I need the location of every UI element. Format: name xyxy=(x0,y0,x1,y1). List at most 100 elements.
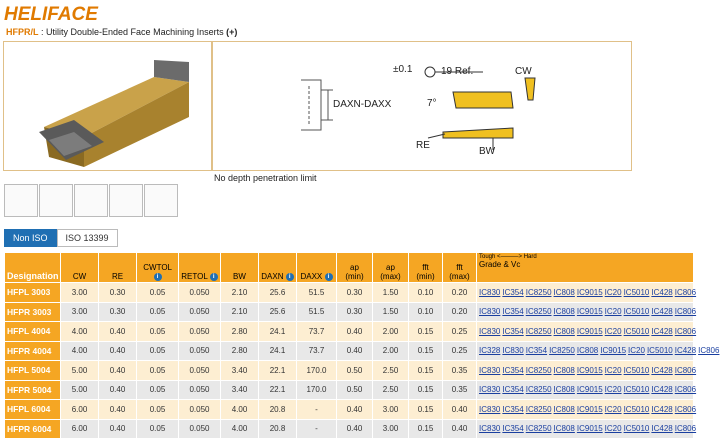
grade-link[interactable]: IC8250 xyxy=(549,346,575,356)
grade-link[interactable]: IC354 xyxy=(502,287,524,297)
grade-link[interactable]: IC428 xyxy=(651,404,673,414)
grade-link[interactable]: IC428 xyxy=(651,424,673,434)
grade-link[interactable]: IC354 xyxy=(502,404,524,414)
grade-link[interactable]: IC808 xyxy=(553,365,575,375)
grade-link[interactable]: IC20 xyxy=(604,385,622,395)
grade-link[interactable]: IC5010 xyxy=(623,385,650,395)
grade-link[interactable]: IC5010 xyxy=(623,404,650,414)
expand-button[interactable]: (+) xyxy=(226,27,238,37)
grade-link[interactable]: IC20 xyxy=(604,404,622,414)
application-thumbnail[interactable] xyxy=(4,184,38,217)
col-bw[interactable]: BW xyxy=(220,252,259,283)
col-daxx[interactable]: DAXX i xyxy=(296,252,337,283)
grade-link[interactable]: IC354 xyxy=(525,346,548,356)
col-grade[interactable]: Tough <———> Hard Grade & Vc xyxy=(476,252,694,283)
info-icon[interactable]: i xyxy=(285,272,294,281)
grade-link[interactable]: IC20 xyxy=(604,326,622,336)
grade-link[interactable]: IC8250 xyxy=(525,307,552,317)
designation-cell[interactable]: HFPR 3003 xyxy=(4,301,61,322)
designation-cell[interactable]: HFPL 5004 xyxy=(4,360,61,381)
grade-link[interactable]: IC5010 xyxy=(623,365,650,375)
grade-link[interactable]: IC806 xyxy=(674,287,697,297)
col-daxn[interactable]: DAXN i xyxy=(258,252,297,283)
col-ap-max[interactable]: ap (max) xyxy=(372,252,409,283)
grade-link[interactable]: IC830 xyxy=(479,365,501,375)
tab-iso-13399[interactable]: ISO 13399 xyxy=(56,229,118,247)
grade-link[interactable]: IC8250 xyxy=(525,365,552,375)
grade-link[interactable]: IC20 xyxy=(628,346,645,356)
designation-cell[interactable]: HFPL 3003 xyxy=(4,282,61,303)
grade-link[interactable]: IC806 xyxy=(698,346,720,356)
grade-link[interactable]: IC830 xyxy=(479,326,501,336)
designation-cell[interactable]: HFPL 6004 xyxy=(4,399,61,420)
info-icon[interactable]: i xyxy=(153,272,162,281)
grade-link[interactable]: IC806 xyxy=(674,307,697,317)
grade-link[interactable]: IC830 xyxy=(479,307,501,317)
grade-link[interactable]: IC808 xyxy=(553,385,575,395)
grade-link[interactable]: IC808 xyxy=(576,346,599,356)
grade-link[interactable]: IC20 xyxy=(604,287,622,297)
grade-link[interactable]: IC806 xyxy=(674,365,697,375)
application-thumbnail[interactable] xyxy=(109,184,143,217)
col-cw[interactable]: CW xyxy=(60,252,99,283)
grade-link[interactable]: IC5010 xyxy=(623,326,650,336)
grade-link[interactable]: IC9015 xyxy=(576,424,603,434)
designation-cell[interactable]: HFPR 6004 xyxy=(4,418,61,439)
grade-link[interactable]: IC808 xyxy=(553,287,575,297)
col-retol[interactable]: RETOL i xyxy=(178,252,221,283)
grade-link[interactable]: IC5010 xyxy=(623,307,650,317)
col-fft-max[interactable]: fft (max) xyxy=(442,252,477,283)
grade-link[interactable]: IC830 xyxy=(502,346,524,356)
application-thumbnail[interactable] xyxy=(74,184,108,217)
grade-link[interactable]: IC808 xyxy=(553,424,575,434)
grade-link[interactable]: IC806 xyxy=(674,404,697,414)
grade-link[interactable]: IC20 xyxy=(604,365,622,375)
application-thumbnail[interactable] xyxy=(39,184,73,217)
grade-link[interactable]: IC354 xyxy=(502,385,524,395)
grade-link[interactable]: IC9015 xyxy=(576,385,603,395)
grade-link[interactable]: IC8250 xyxy=(525,287,552,297)
grade-link[interactable]: IC428 xyxy=(651,307,673,317)
grade-link[interactable]: IC20 xyxy=(604,307,622,317)
designation-cell[interactable]: HFPL 4004 xyxy=(4,321,61,342)
grade-link[interactable]: IC328 xyxy=(479,346,501,356)
grade-link[interactable]: IC354 xyxy=(502,326,524,336)
grade-link[interactable]: IC5010 xyxy=(646,346,673,356)
grade-link[interactable]: IC9015 xyxy=(576,404,603,414)
grade-link[interactable]: IC9015 xyxy=(576,326,603,336)
grade-link[interactable]: IC354 xyxy=(502,365,524,375)
tab-non-iso[interactable]: Non ISO xyxy=(4,229,57,247)
grade-link[interactable]: IC808 xyxy=(553,307,575,317)
grade-link[interactable]: IC428 xyxy=(651,326,673,336)
grade-link[interactable]: IC830 xyxy=(479,385,501,395)
grade-link[interactable]: IC354 xyxy=(502,424,524,434)
info-icon[interactable]: i xyxy=(324,272,333,281)
grade-link[interactable]: IC9015 xyxy=(576,307,603,317)
info-icon[interactable]: i xyxy=(209,272,218,281)
grade-link[interactable]: IC8250 xyxy=(525,385,552,395)
grade-link[interactable]: IC806 xyxy=(674,424,697,434)
grade-link[interactable]: IC9015 xyxy=(576,287,603,297)
grade-link[interactable]: IC830 xyxy=(479,404,501,414)
grade-link[interactable]: IC428 xyxy=(651,287,673,297)
grade-link[interactable]: IC806 xyxy=(674,385,697,395)
grade-link[interactable]: IC830 xyxy=(479,424,501,434)
col-designation[interactable]: Designation xyxy=(4,252,61,283)
grade-link[interactable]: IC428 xyxy=(674,346,697,356)
grade-link[interactable]: IC428 xyxy=(651,365,673,375)
grade-link[interactable]: IC9015 xyxy=(576,365,603,375)
col-fft-min[interactable]: fft (min) xyxy=(408,252,443,283)
col-cwtol[interactable]: CWTOL i xyxy=(136,252,179,283)
grade-link[interactable]: IC354 xyxy=(502,307,524,317)
grade-link[interactable]: IC8250 xyxy=(525,424,552,434)
grade-link[interactable]: IC808 xyxy=(553,404,575,414)
grade-link[interactable]: IC808 xyxy=(553,326,575,336)
grade-link[interactable]: IC428 xyxy=(651,385,673,395)
grade-link[interactable]: IC8250 xyxy=(525,326,552,336)
designation-cell[interactable]: HFPR 4004 xyxy=(4,340,61,361)
grade-link[interactable]: IC806 xyxy=(674,326,697,336)
grade-link[interactable]: IC5010 xyxy=(623,424,650,434)
application-thumbnail[interactable] xyxy=(144,184,178,217)
grade-link[interactable]: IC9015 xyxy=(600,346,627,356)
col-ap-min[interactable]: ap (min) xyxy=(336,252,373,283)
